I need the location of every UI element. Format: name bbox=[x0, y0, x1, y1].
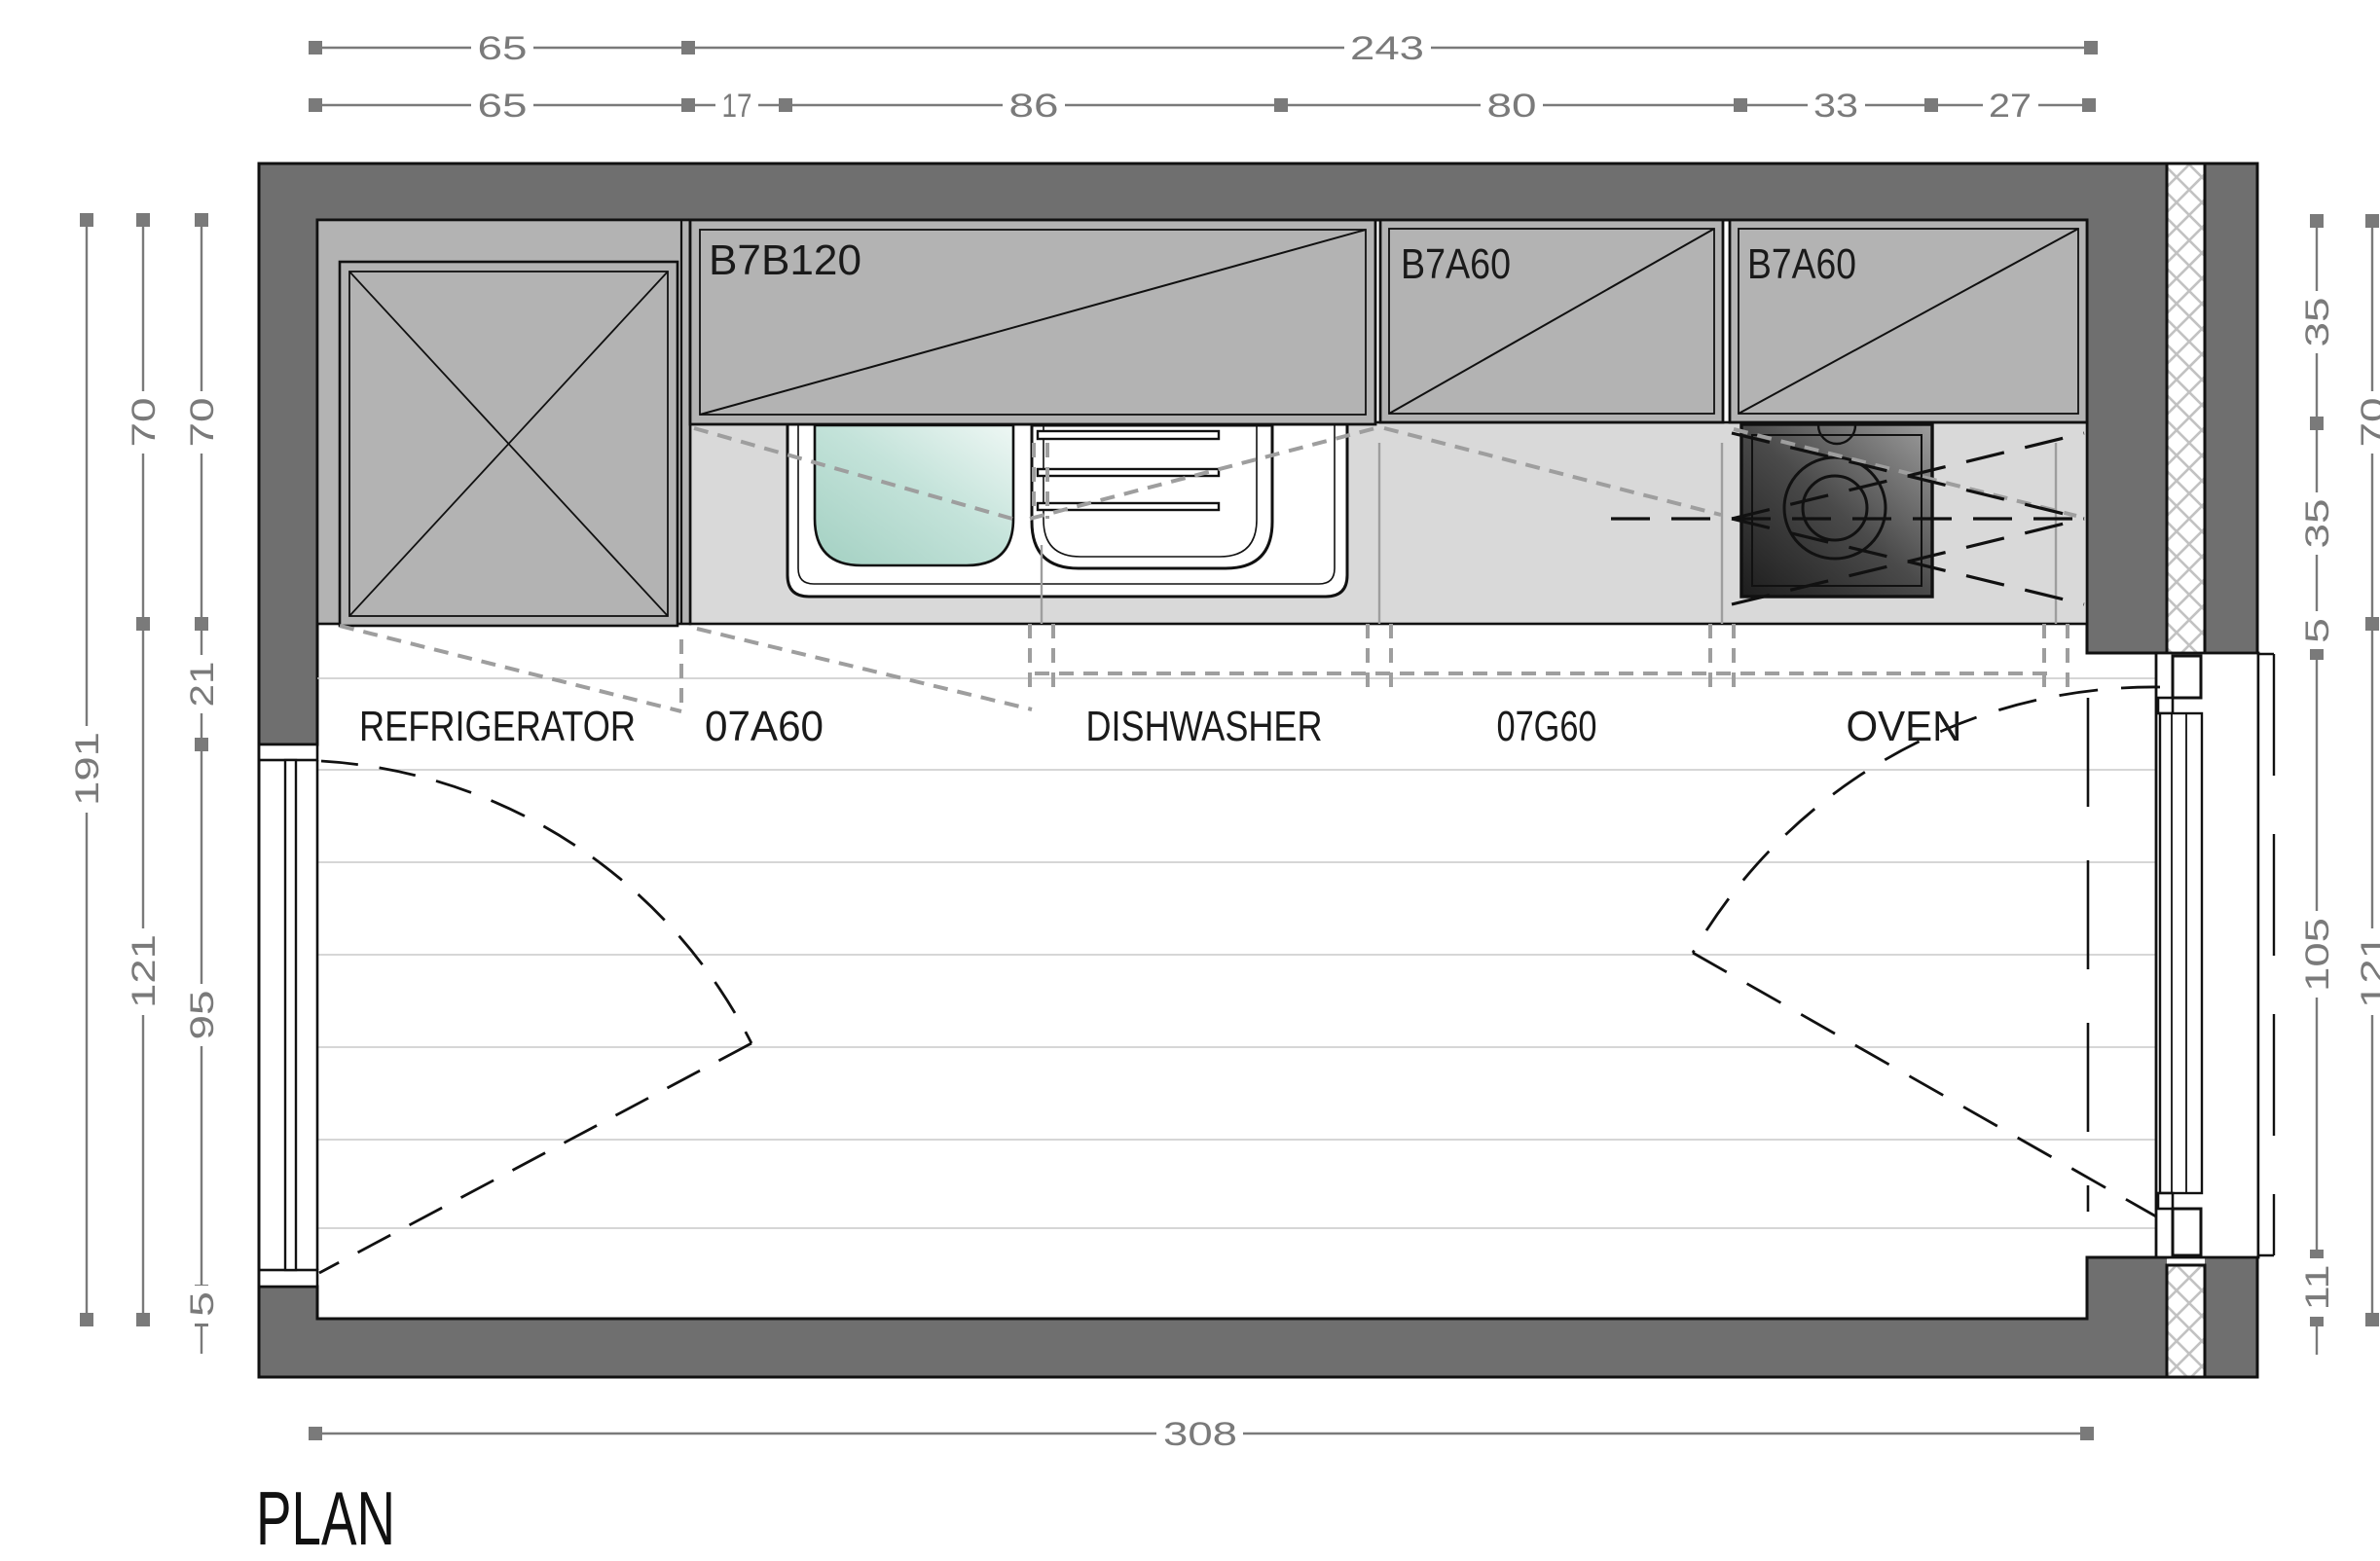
svg-text:105: 105 bbox=[2299, 918, 2336, 992]
svg-text:07A60: 07A60 bbox=[705, 703, 824, 750]
svg-text:121: 121 bbox=[2355, 934, 2380, 1008]
svg-text:243: 243 bbox=[1350, 30, 1424, 67]
svg-text:5: 5 bbox=[2299, 618, 2336, 643]
svg-text:5: 5 bbox=[184, 1291, 221, 1317]
svg-text:REFRIGERATOR: REFRIGERATOR bbox=[359, 703, 636, 750]
svg-text:308: 308 bbox=[1163, 1416, 1237, 1453]
svg-text:21: 21 bbox=[184, 662, 221, 708]
svg-text:PLAN: PLAN bbox=[256, 1475, 395, 1561]
svg-text:121: 121 bbox=[126, 934, 163, 1008]
svg-text:80: 80 bbox=[1487, 88, 1537, 125]
svg-text:35: 35 bbox=[2299, 499, 2336, 549]
svg-text:70: 70 bbox=[184, 398, 221, 448]
svg-text:B7A60: B7A60 bbox=[1401, 240, 1511, 288]
svg-text:95: 95 bbox=[184, 991, 221, 1040]
svg-text:B7B120: B7B120 bbox=[709, 236, 861, 284]
svg-text:OVEN: OVEN bbox=[1847, 703, 1962, 750]
svg-text:B7A60: B7A60 bbox=[1747, 240, 1856, 288]
svg-text:11: 11 bbox=[2299, 1265, 2336, 1311]
svg-text:70: 70 bbox=[2355, 398, 2380, 448]
svg-text:65: 65 bbox=[478, 88, 528, 125]
svg-text:DISHWASHER: DISHWASHER bbox=[1086, 703, 1323, 750]
svg-text:27: 27 bbox=[1989, 88, 2032, 125]
svg-text:35: 35 bbox=[2299, 298, 2336, 347]
svg-text:191: 191 bbox=[69, 732, 106, 806]
svg-text:65: 65 bbox=[478, 30, 528, 67]
svg-text:17: 17 bbox=[722, 88, 752, 125]
svg-text:70: 70 bbox=[126, 398, 163, 448]
svg-text:33: 33 bbox=[1813, 88, 1858, 125]
svg-text:86: 86 bbox=[1009, 88, 1059, 125]
svg-text:07G60: 07G60 bbox=[1497, 703, 1597, 750]
